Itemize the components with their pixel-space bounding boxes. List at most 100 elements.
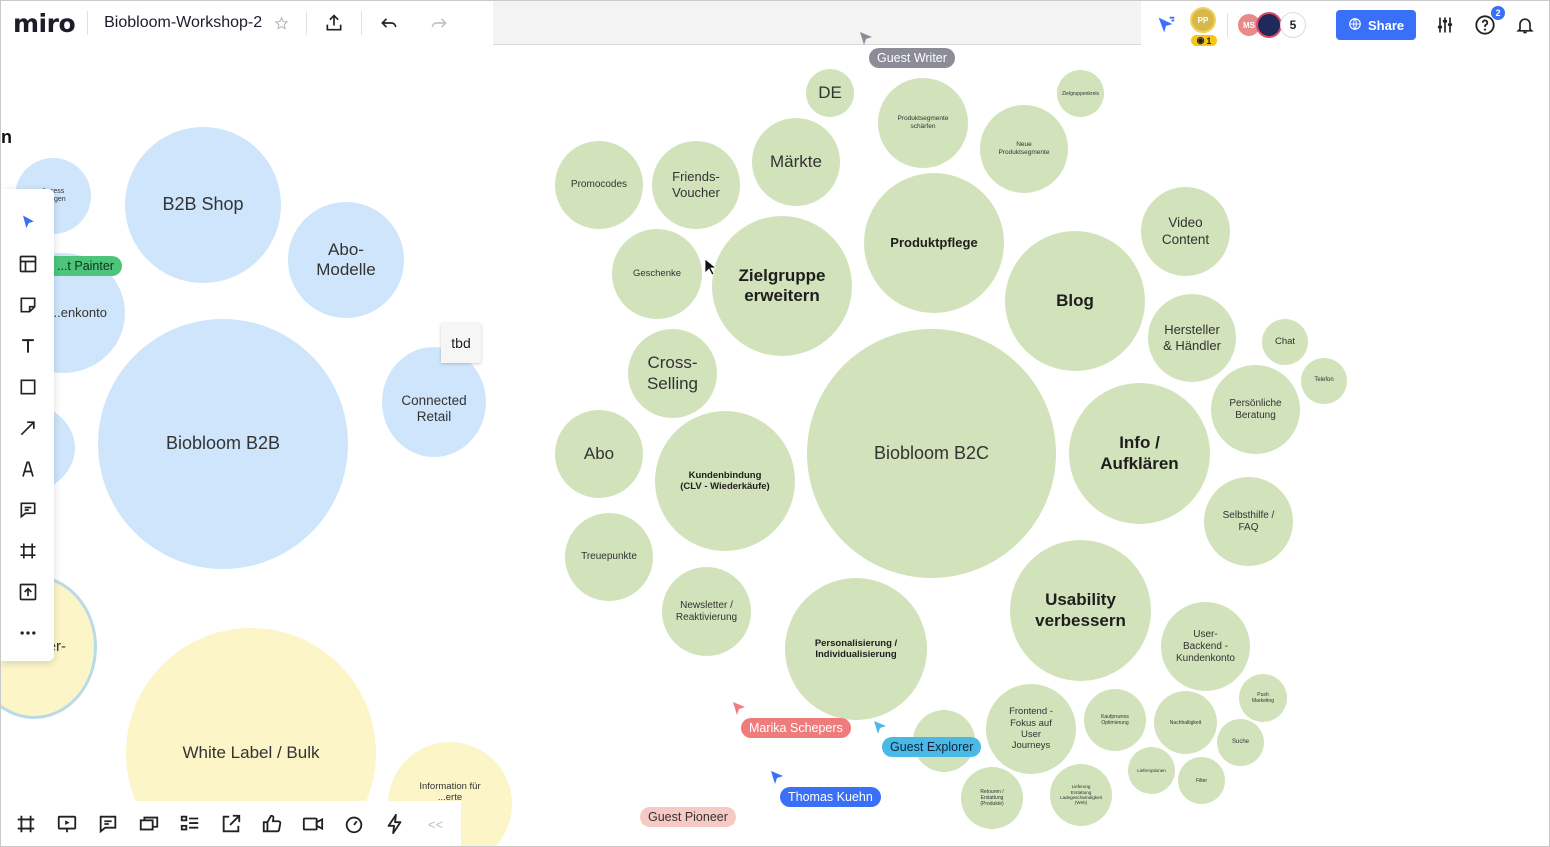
private-badge: ◉1 <box>1191 35 1217 46</box>
bubble-kundenbindung[interactable]: Kundenbindung (CLV - Wiederkäufe) <box>655 411 795 551</box>
comment-icon <box>20 502 35 519</box>
templates-tool[interactable] <box>10 246 46 282</box>
avatar[interactable]: PP <box>1190 7 1216 33</box>
bubble-usability-verbessern[interactable]: Usability verbessern <box>1010 540 1151 681</box>
bubble-lieferung[interactable]: Lieferung Erstattung Ladegeschwindigkeit… <box>1050 764 1112 826</box>
text-tool[interactable] <box>10 328 46 364</box>
star-icon[interactable] <box>268 8 294 38</box>
cards-button[interactable] <box>128 806 169 842</box>
pen-tool[interactable] <box>10 451 46 487</box>
bubble-cross-selling[interactable]: Cross- Selling <box>628 329 717 418</box>
bottom-toolbar: << <box>1 801 461 846</box>
screen-share-button[interactable] <box>210 806 251 842</box>
bubble-lieferoptionen[interactable]: Lieferoptionen <box>1128 747 1175 794</box>
kanban-button[interactable] <box>169 806 210 842</box>
bubble-geschenke[interactable]: Geschenke <box>612 229 702 319</box>
bubble-produktsegmente-schaerfen[interactable]: Produktsegmente schärfen <box>878 78 968 168</box>
comment-tool[interactable] <box>10 492 46 528</box>
bubble-filter[interactable]: Filter <box>1178 757 1225 804</box>
bubble-video-content[interactable]: Video Content <box>1141 187 1230 276</box>
cursor-label-guest-explorer: Guest Explorer <box>882 737 982 757</box>
bubble-treuepunkte[interactable]: Treuepunkte <box>565 513 653 601</box>
collaborators[interactable]: MS 5 <box>1236 12 1306 38</box>
bubble-selbsthilfe-faq[interactable]: Selbsthilfe / FAQ <box>1204 477 1293 566</box>
cursor-arrow-icon <box>874 721 886 734</box>
frames-button[interactable] <box>5 806 46 842</box>
apps-button[interactable] <box>374 806 415 842</box>
board-title[interactable]: Biobloom-Workshop-2 <box>104 14 263 31</box>
bubble-telefon[interactable]: Telefon <box>1301 358 1347 404</box>
bubble-abo[interactable]: Abo <box>555 410 643 498</box>
divider <box>1227 13 1228 37</box>
bubble-suche[interactable]: Suche <box>1217 719 1264 766</box>
frame-tool[interactable] <box>10 533 46 569</box>
cursor-label-thomas: Thomas Kuehn <box>780 787 881 807</box>
select-tool[interactable] <box>10 205 46 241</box>
bubble-blog[interactable]: Blog <box>1005 231 1145 371</box>
bubble-nachhaltigkeit[interactable]: Nachhaltigkeit <box>1154 691 1217 754</box>
bubble-hersteller-haendler[interactable]: Hersteller & Händler <box>1148 294 1236 382</box>
bubble-promocodes[interactable]: Promocodes <box>555 141 643 229</box>
bubble-info-aufklaeren[interactable]: Info / Aufklären <box>1069 383 1210 524</box>
shape-tool[interactable] <box>10 369 46 405</box>
cursor-label-marika: Marika Schepers <box>741 718 851 738</box>
bubble-friends-voucher[interactable]: Friends- Voucher <box>652 141 740 229</box>
bubble-user-backend[interactable]: User- Backend - Kundenkonto <box>1161 602 1250 691</box>
bubble-chat[interactable]: Chat <box>1262 319 1308 365</box>
connection-line-tool[interactable] <box>10 410 46 446</box>
frame-icon <box>20 543 35 559</box>
collaborator-count[interactable]: 5 <box>1280 12 1306 38</box>
bubble-biobloom-b2c[interactable]: Biobloom B2C <box>807 329 1056 578</box>
sticky-note-tool[interactable] <box>10 287 46 323</box>
private-mode-avatar[interactable]: PP ◉1 <box>1189 5 1219 46</box>
bubble-kaufprozess[interactable]: Kaufprozess Optimierung <box>1084 689 1146 751</box>
bubble-neue-produktsegmente[interactable]: Neue Produktsegmente <box>980 105 1068 193</box>
frame-icon <box>17 815 34 833</box>
bubble-newsletter[interactable]: Newsletter / Reaktivierung <box>662 567 751 656</box>
more-tools[interactable] <box>10 615 46 651</box>
bubble-frontend[interactable]: Frontend - Fokus auf User Journeys <box>986 684 1076 774</box>
undo-icon[interactable] <box>374 8 404 38</box>
presentation-button[interactable] <box>46 806 87 842</box>
sticky-note-tbd[interactable]: tbd <box>441 323 481 363</box>
comments-button[interactable] <box>87 806 128 842</box>
avatar[interactable] <box>1256 12 1282 38</box>
divider <box>361 11 363 35</box>
bubble-persoenliche-beratung[interactable]: Persönliche Beratung <box>1211 365 1300 454</box>
share-button[interactable]: Share <box>1336 10 1417 40</box>
bubble-biobloom-b2b[interactable]: Biobloom B2B <box>98 319 348 569</box>
upload-tool[interactable] <box>10 574 46 610</box>
bubble-connected-retail[interactable]: Connected Retail <box>382 347 486 457</box>
timer-icon <box>345 816 362 834</box>
notification-badge: 2 <box>1491 6 1506 20</box>
bubble-push[interactable]: Push Marketing <box>1239 674 1287 722</box>
bubble-produktpflege[interactable]: Produktpflege <box>864 173 1004 313</box>
sticky-note-icon <box>20 297 35 313</box>
reactions-icon[interactable] <box>1151 10 1181 40</box>
bubble-personalisierung[interactable]: Personalisierung / Individualisierung <box>785 578 927 720</box>
bubble-top-tiny[interactable]: Zielgruppenkreis <box>1057 70 1104 117</box>
list-icon <box>180 815 198 831</box>
timer-button[interactable] <box>333 806 374 842</box>
collapse-toolbar-button[interactable]: << <box>427 816 444 832</box>
help-icon[interactable]: 2 <box>1470 6 1506 40</box>
bubble-zielgruppe-erweitern[interactable]: Zielgruppe erweitern <box>712 216 852 356</box>
square-icon <box>20 379 35 395</box>
voting-button[interactable] <box>251 806 292 842</box>
pen-icon <box>21 461 34 477</box>
bubble-b2b-shop[interactable]: B2B Shop <box>125 127 281 283</box>
export-icon[interactable] <box>319 8 349 38</box>
globe-icon <box>1348 17 1362 34</box>
redo-icon[interactable] <box>424 8 454 38</box>
bubble-maerkte[interactable]: Märkte <box>752 118 840 206</box>
lightning-icon <box>387 813 401 835</box>
miro-logo[interactable]: miro <box>13 8 76 38</box>
bubble-abo-modelle[interactable]: Abo- Modelle <box>288 202 404 318</box>
bubble-de[interactable]: DE <box>806 69 854 117</box>
bell-icon[interactable] <box>1510 10 1540 40</box>
top-right-toolbar: PP ◉1 MS 5 Share 2 <box>1141 1 1549 49</box>
settings-sliders-icon[interactable] <box>1430 10 1460 40</box>
video-call-button[interactable] <box>292 806 333 842</box>
bubble-retouren[interactable]: Retouren / Erstattung (Produkte) <box>961 767 1023 829</box>
cursor-select-icon <box>22 215 34 228</box>
